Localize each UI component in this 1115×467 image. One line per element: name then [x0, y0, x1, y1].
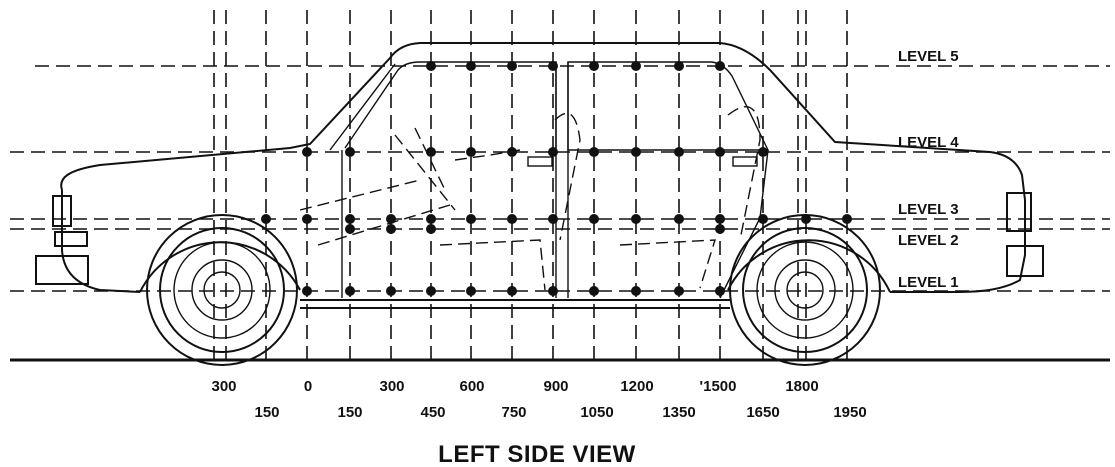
tick-bottom-label: 150 — [254, 404, 279, 421]
measurement-point — [302, 286, 312, 296]
measurement-point — [507, 61, 517, 71]
measurement-point — [715, 147, 725, 157]
measurement-point — [715, 61, 725, 71]
measurement-point — [842, 214, 852, 224]
tick-bottom-label: 1050 — [580, 404, 613, 421]
measurement-point — [715, 224, 725, 234]
measurement-point — [466, 147, 476, 157]
front-bumper — [35, 255, 89, 285]
interior-seats — [299, 105, 761, 291]
measurement-point — [589, 147, 599, 157]
measurement-point — [674, 147, 684, 157]
rear-window — [567, 61, 770, 151]
measurement-point — [548, 214, 558, 224]
measurement-point — [674, 286, 684, 296]
measurement-points — [261, 61, 852, 296]
measurement-point — [631, 147, 641, 157]
measurement-point — [302, 214, 312, 224]
tick-top-label: 600 — [459, 378, 484, 395]
measurement-point — [589, 214, 599, 224]
measurement-point — [548, 147, 558, 157]
measurement-point — [386, 224, 396, 234]
measurement-point — [261, 214, 271, 224]
level-lines — [10, 65, 1110, 292]
measurement-point — [466, 214, 476, 224]
measurement-point — [758, 147, 768, 157]
front-wheel — [146, 214, 298, 366]
level-4-label: LEVEL 4 — [898, 134, 959, 151]
measurement-point — [302, 147, 312, 157]
car-body — [35, 42, 1044, 309]
tick-top-label: 1200 — [620, 378, 653, 395]
rear-wheel — [729, 214, 881, 366]
measurement-point — [386, 286, 396, 296]
measurement-point — [426, 224, 436, 234]
measurement-point — [758, 214, 768, 224]
tick-bottom-label: 1650 — [746, 404, 779, 421]
measurement-point — [386, 214, 396, 224]
tick-top-label: 0 — [304, 378, 312, 395]
measurement-point — [426, 286, 436, 296]
windshield — [344, 61, 557, 149]
tick-top-label: 300 — [379, 378, 404, 395]
level-5-label: LEVEL 5 — [898, 48, 959, 65]
measurement-point — [345, 224, 355, 234]
car-profile-outline — [60, 42, 1026, 293]
measurement-point — [801, 214, 811, 224]
tick-bottom-label: 750 — [501, 404, 526, 421]
measurement-point — [426, 147, 436, 157]
measurement-point — [631, 286, 641, 296]
diagram-title: LEFT SIDE VIEW — [438, 441, 636, 467]
measurement-point — [715, 214, 725, 224]
level-2-label: LEVEL 2 — [898, 232, 959, 249]
measurement-point — [631, 214, 641, 224]
front-lamp-upper — [52, 195, 72, 227]
rear-bumper — [1006, 245, 1044, 277]
measurement-point — [507, 147, 517, 157]
measurement-point — [345, 286, 355, 296]
rear-lamp — [1006, 192, 1032, 232]
measurement-point — [548, 61, 558, 71]
measurement-point — [507, 214, 517, 224]
measurement-point — [466, 61, 476, 71]
tick-top-label: 900 — [543, 378, 568, 395]
front-lamp-lower — [54, 231, 88, 247]
station-labels-top: 300 0 300 600 900 1200 '1500 1800 — [211, 378, 818, 395]
tick-bottom-label: 1950 — [833, 404, 866, 421]
measurement-point — [345, 214, 355, 224]
tick-bottom-label: 1350 — [662, 404, 695, 421]
station-lines — [213, 10, 848, 360]
measurement-point — [715, 286, 725, 296]
measurement-point — [589, 61, 599, 71]
measurement-point — [589, 286, 599, 296]
tick-top-label: '1500 — [700, 378, 737, 395]
tick-bottom-label: 450 — [420, 404, 445, 421]
measurement-point — [466, 286, 476, 296]
station-labels-bottom: 150 150 450 750 1050 1350 1650 1950 — [254, 404, 866, 421]
measurement-point — [345, 147, 355, 157]
measurement-point — [631, 61, 641, 71]
tick-top-label: 300 — [211, 378, 236, 395]
tick-bottom-label: 150 — [337, 404, 362, 421]
measurement-point — [674, 61, 684, 71]
tick-top-label: 1800 — [785, 378, 818, 395]
rear-door-handle — [732, 156, 758, 167]
level-3-label: LEVEL 3 — [898, 201, 959, 218]
front-door-handle — [527, 156, 553, 167]
measurement-point — [674, 214, 684, 224]
level-labels: LEVEL 5 LEVEL 4 LEVEL 3 LEVEL 2 LEVEL 1 — [898, 48, 959, 291]
measurement-point — [426, 214, 436, 224]
level-1-label: LEVEL 1 — [898, 274, 959, 291]
measurement-point — [548, 286, 558, 296]
measurement-point — [507, 286, 517, 296]
measurement-point — [426, 61, 436, 71]
